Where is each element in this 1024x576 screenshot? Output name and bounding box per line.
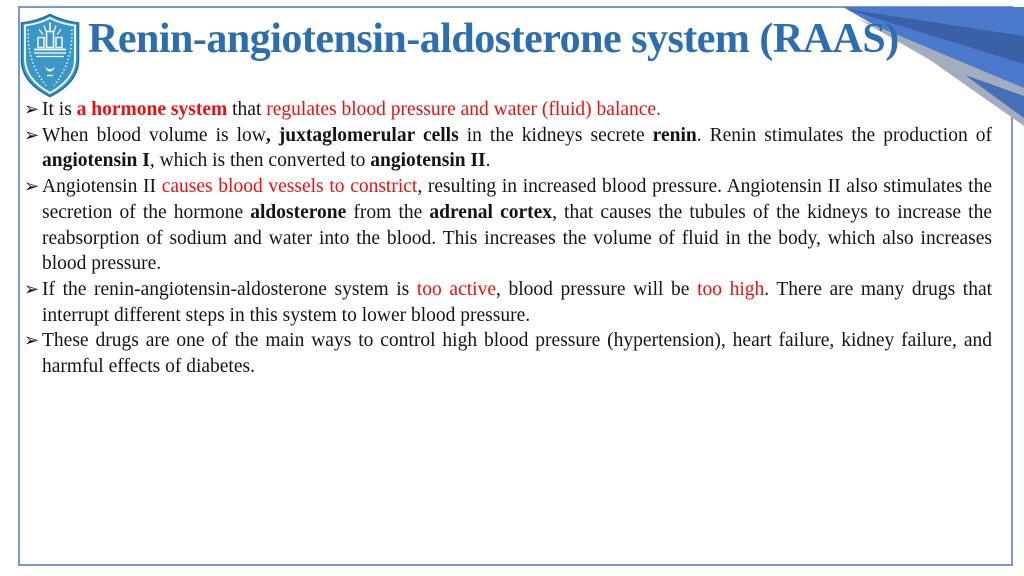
- bullet-text: It is a hormone system that regulates bl…: [42, 99, 661, 120]
- bullet-item-5: ➢ These drugs are one of the main ways t…: [24, 328, 992, 379]
- text-segment: , blood pressure will be: [495, 278, 698, 300]
- bullet-text: If the renin-angiotensin-aldosterone sys…: [42, 279, 992, 326]
- text-segment: too active: [416, 278, 496, 300]
- bullet-text: When blood volume is low, juxtaglomerula…: [42, 125, 992, 172]
- logo-crescent-glyph: [45, 65, 55, 72]
- logo-arc-text-left: [27, 29, 47, 86]
- text-segment: , that causes the tubules of the kidneys…: [42, 201, 993, 275]
- bullet-list: ➢ It is a hormone system that regulates …: [24, 97, 992, 380]
- text-segment: aldosterone: [250, 201, 347, 223]
- text-segment: a hormone system: [76, 99, 228, 120]
- text-segment: angiotensin II: [370, 150, 486, 172]
- text-segment: adrenal cortex: [429, 201, 553, 223]
- arrowhead-bullet-icon: ➢: [24, 278, 40, 299]
- text-segment: too high: [697, 278, 765, 300]
- text-segment: Angiotensin II: [42, 176, 162, 198]
- bullet-item-1: ➢ It is a hormone system that regulates …: [24, 97, 992, 123]
- bullet-item-3: ➢ Angiotensin II causes blood vessels to…: [24, 174, 992, 277]
- bullet-text: Angiotensin II causes blood vessels to c…: [42, 176, 992, 274]
- arrowhead-bullet-icon: ➢: [24, 176, 40, 197]
- logo-shield-outer: [20, 13, 80, 98]
- text-segment: If the renin-angiotensin-aldosterone sys…: [42, 278, 417, 300]
- text-segment: .: [485, 150, 491, 172]
- corner-triangle-decoration: [843, 7, 1024, 126]
- text-segment: When blood volume is low: [42, 124, 266, 146]
- arrowhead-bullet-icon: ➢: [24, 330, 40, 351]
- arrowhead-bullet-icon: ➢: [24, 124, 40, 145]
- text-segment: It is: [42, 99, 77, 120]
- corner-triangle-lower-facet: [965, 75, 1024, 118]
- bullet-item-4: ➢ If the renin-angiotensin-aldosterone s…: [24, 277, 992, 328]
- bullet-item-2: ➢ When blood volume is low, juxtaglomeru…: [24, 123, 992, 174]
- arrowhead-bullet-icon: ➢: [24, 99, 40, 119]
- bullet-text: These drugs are one of the main ways to …: [42, 330, 992, 377]
- text-segment: , resulting in increased blood pressure.…: [42, 176, 992, 223]
- logo-building-glyph: [34, 22, 66, 58]
- logo-arc-text-right: [53, 29, 73, 86]
- text-segment: , juxtaglomerular cells: [265, 124, 459, 146]
- text-segment: renin: [652, 124, 697, 146]
- corner-triangle-dark-facet: [846, 9, 1024, 64]
- text-segment: angiotensin I: [42, 150, 150, 172]
- slide-border: [18, 6, 1013, 566]
- text-segment: in the kidneys secrete: [458, 124, 653, 146]
- text-segment: . Renin stimulates the production of: [696, 124, 992, 146]
- text-segment: from the: [346, 201, 430, 223]
- text-segment: These drugs are one of the main ways to …: [42, 330, 992, 378]
- logo-shield-inner-ring: [24, 16, 76, 95]
- text-segment: , which is then converted to: [149, 150, 371, 172]
- text-segment: . There are many drugs that interrupt di…: [42, 278, 993, 326]
- text-segment: causes blood vessels to constrict: [161, 176, 418, 198]
- university-logo: [20, 13, 80, 98]
- slide-title: Renin-angiotensin-aldosterone system (RA…: [88, 16, 899, 62]
- text-segment: regulates blood pressure and water (flui…: [266, 99, 661, 120]
- text-segment: that: [227, 99, 267, 120]
